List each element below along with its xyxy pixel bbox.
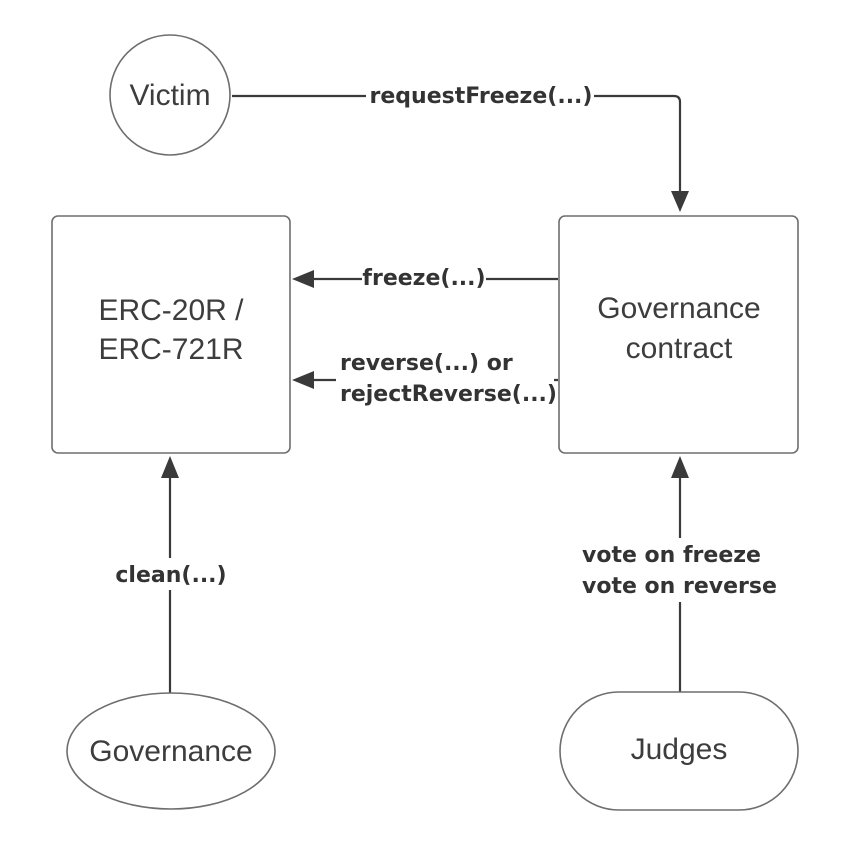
node-victim: Victim xyxy=(109,34,231,156)
node-token-shape xyxy=(51,215,291,454)
node-governance-contract: Governance contract xyxy=(558,215,799,454)
edge-label-reverse: reverse(...) or rejectReverse(...) xyxy=(336,346,557,410)
edge-request-freeze xyxy=(232,94,689,212)
node-governance-contract-shape xyxy=(558,215,799,454)
node-victim-shape xyxy=(109,34,231,156)
node-governance-label: Governance xyxy=(89,735,252,768)
edge-label-freeze: freeze(...) xyxy=(362,263,486,293)
edge-label-vote-line2: vote on reverse xyxy=(582,574,777,599)
edge-label-request-freeze-text: requestFreeze(...) xyxy=(370,84,593,109)
arrowhead-up-icon xyxy=(671,456,689,478)
edge-label-clean: clean(...) xyxy=(114,558,228,590)
edge-label-vote-line1: vote on freeze xyxy=(582,543,761,568)
arrowhead-left-icon xyxy=(292,270,314,288)
arrowhead-down-icon xyxy=(671,191,689,212)
node-judges-shape xyxy=(559,691,799,811)
node-governance-shape xyxy=(66,692,276,810)
node-governance: Governance xyxy=(66,692,276,810)
edge-label-vote: vote on freeze vote on reverse xyxy=(578,538,782,602)
node-token: ERC-20R / ERC-721R xyxy=(51,215,291,454)
node-judges: Judges xyxy=(559,691,799,811)
node-governance-contract-label-line1: Governance xyxy=(597,292,760,325)
edge-label-reverse-line2: rejectReverse(...) xyxy=(340,382,557,407)
edge-request-freeze-line xyxy=(232,94,682,195)
node-governance-contract-label-line2: contract xyxy=(626,332,733,365)
arrowhead-up-icon xyxy=(161,456,179,478)
node-judges-label: Judges xyxy=(631,733,728,766)
arrowhead-left-icon xyxy=(292,371,314,389)
node-victim-label: Victim xyxy=(129,79,210,112)
edge-label-freeze-text: freeze(...) xyxy=(362,266,485,291)
edge-label-clean-text: clean(...) xyxy=(115,563,226,588)
node-token-label-line1: ERC-20R / xyxy=(98,294,244,327)
node-token-label-line2: ERC-721R xyxy=(98,333,243,366)
edge-label-reverse-line1: reverse(...) or xyxy=(340,351,513,376)
edge-label-request-freeze: requestFreeze(...) xyxy=(366,80,594,110)
